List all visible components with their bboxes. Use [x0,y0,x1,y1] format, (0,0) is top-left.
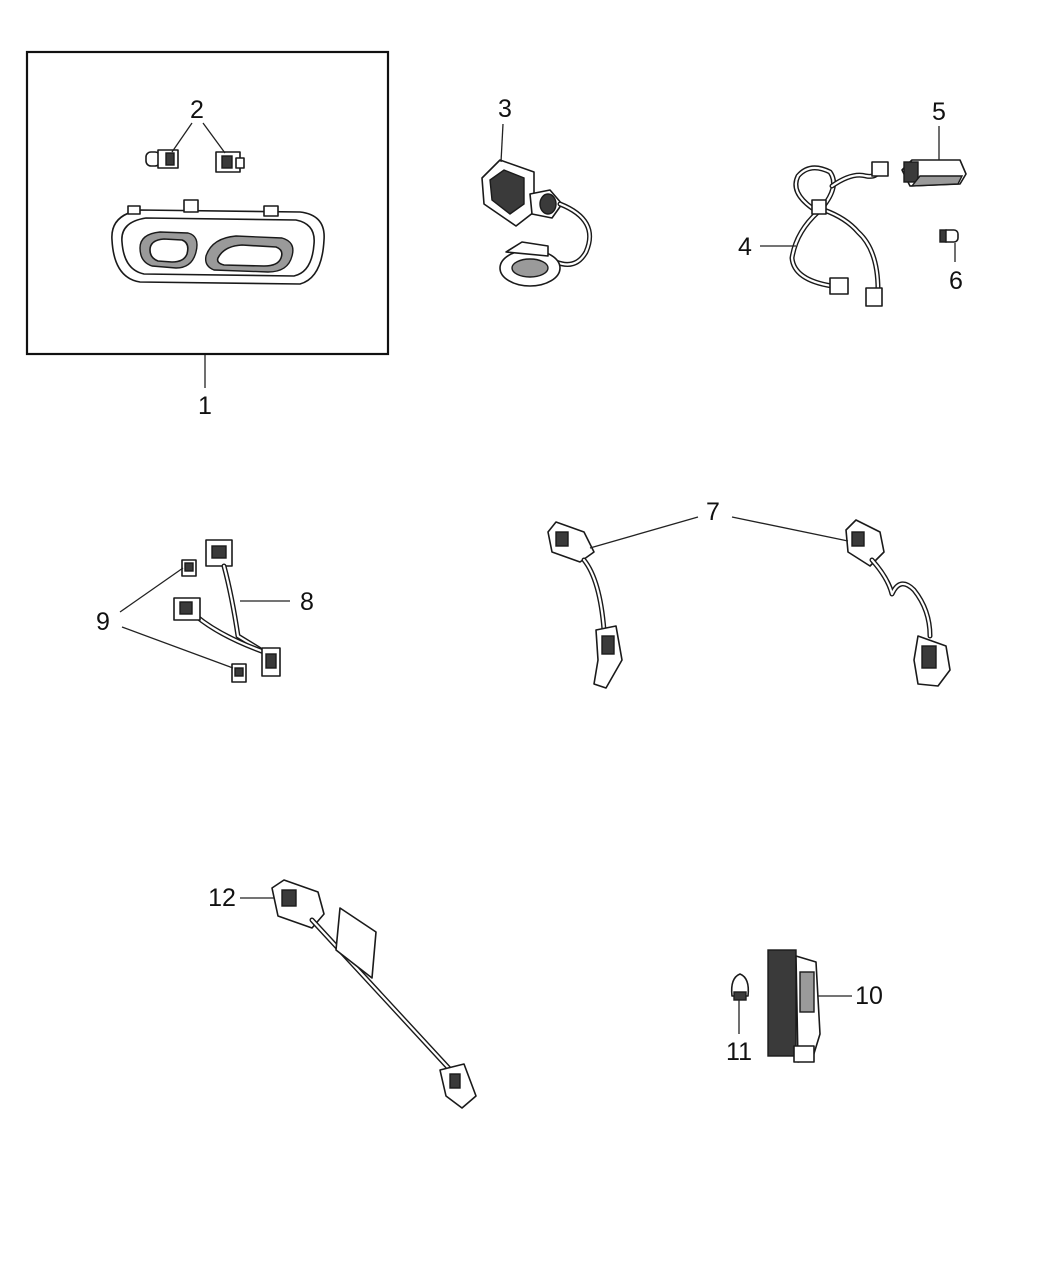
module-part-10[interactable] [767,949,821,1063]
clip-part-9-upper[interactable] [181,559,197,577]
callout-12: 12 [208,884,236,912]
wire-harness-part-8[interactable] [173,539,281,677]
leader-9a [119,567,184,613]
leader-2b [202,122,226,154]
callout-8: 8 [300,588,314,616]
wire-harness-part-7-right[interactable] [845,519,951,687]
leader-7a [589,516,699,549]
part-1-overhead-console-group: 2 [25,50,390,356]
bulb-part-2-left[interactable] [145,149,179,169]
callout-3: 3 [498,95,512,123]
callout-11: 11 [726,1038,752,1066]
clip-part-9-lower[interactable] [231,663,247,683]
callout-7: 7 [706,498,720,526]
leader-3 [500,123,504,163]
wire-harness-part-4[interactable] [789,161,889,307]
part-1-frame [25,50,390,356]
leader-2a [171,122,193,153]
wire-harness-part-12[interactable] [271,879,477,1109]
leader-9b [121,626,234,669]
callout-9: 9 [96,608,110,636]
callout-5: 5 [932,98,946,126]
leader-7b [731,516,849,542]
lamp-part-5[interactable] [901,159,967,187]
callout-10: 10 [855,982,883,1010]
wire-harness-part-7-left[interactable] [547,521,623,689]
callout-2: 2 [190,96,204,124]
callout-1: 1 [198,392,212,420]
bulb-part-6[interactable] [939,229,959,243]
callout-6: 6 [949,267,963,295]
overhead-console-lamp[interactable] [111,199,325,285]
callout-4: 4 [738,233,752,261]
bulb-part-2-right[interactable] [215,151,245,173]
lamp-part-3[interactable] [481,159,593,287]
bulb-part-11[interactable] [730,973,750,1001]
